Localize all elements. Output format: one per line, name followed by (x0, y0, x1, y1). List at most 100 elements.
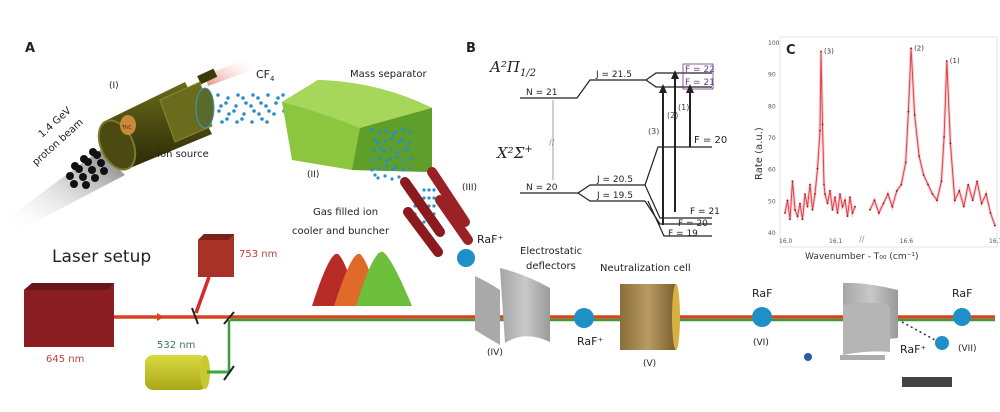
spectrum-point (841, 205, 844, 208)
spectrum-point (985, 193, 987, 195)
lower-F19-line (647, 200, 712, 237)
peak-annotation: (3) (824, 48, 834, 56)
ion-particle (376, 176, 380, 180)
ion-deflection-path (901, 321, 936, 341)
y-tick-label: 90 (768, 72, 776, 79)
proton-particle (88, 166, 96, 174)
laser-753-label: 753 nm (239, 249, 277, 260)
ion-particle (403, 148, 407, 152)
transition-arrowhead (671, 70, 679, 79)
ion-particle (225, 117, 229, 121)
neutralization-cell-stage: (V) (643, 359, 656, 369)
ion-particle (432, 196, 436, 200)
spectrum-point (791, 180, 794, 183)
lower-J195-line (577, 192, 645, 202)
watermark-dot (804, 353, 812, 361)
peak-annotation: (2) (914, 44, 924, 52)
cf4-label: CF4 (256, 68, 275, 83)
cooler-rod (427, 167, 470, 227)
watermark-smudge (902, 377, 952, 387)
lower-J205-line (520, 184, 645, 194)
neutralization-cell: Neutralization cell (V) (600, 263, 691, 369)
y-tick-label: 60 (768, 167, 776, 174)
mass-separator-label: Mass separator (350, 69, 427, 80)
deflector-plate (500, 268, 550, 343)
neutralization-cell-label: Neutralization cell (600, 263, 691, 274)
proton-particle (97, 159, 105, 167)
chart-frame (779, 36, 998, 248)
transition-arrows: (3) (2) (1) (648, 70, 694, 225)
ion-particle (390, 137, 394, 141)
spectrum-point (927, 183, 929, 186)
ion-particle (266, 93, 270, 97)
proton-particle (70, 180, 78, 188)
spectrum-point (976, 180, 979, 183)
ion-particle (281, 93, 285, 97)
ion-particle (400, 138, 404, 142)
lower-F21-line (644, 184, 712, 219)
ion-particle (240, 117, 244, 121)
upper-F-box (682, 63, 714, 90)
upper-F21-line (645, 79, 712, 88)
raf-neutral-icon (752, 307, 772, 327)
spectrum-point (895, 189, 898, 192)
ion-particle (383, 139, 387, 143)
ion-particle (234, 104, 238, 108)
spectrum-point (819, 129, 821, 132)
laser-645-top (24, 283, 114, 290)
ion-particle (422, 188, 426, 192)
spectrum-point (786, 199, 789, 202)
deflectors-label-line2: deflectors (526, 261, 576, 272)
y-tick-label: 80 (768, 103, 776, 110)
ion-particle (379, 146, 383, 150)
ion-particle (401, 128, 405, 132)
ion-particle (241, 96, 245, 100)
proton-particle (79, 173, 87, 181)
ion-particle (216, 93, 220, 97)
x-tick-label: 16.0 (779, 238, 793, 245)
spectrum-point (943, 136, 946, 138)
raf-ion-label-1: RaF⁺ (477, 233, 503, 246)
ion-particle (391, 132, 395, 136)
spectrum-point (971, 199, 974, 202)
spectrum-point (949, 142, 952, 145)
spectrum-point (940, 180, 943, 183)
transition-arrowhead (686, 84, 694, 93)
ion-particle (408, 166, 412, 170)
ion-particle (378, 156, 382, 160)
lower-J205-label: J = 20.5 (596, 175, 633, 185)
ion-particle (383, 174, 387, 178)
ion-source-target-mark: ThC (121, 125, 132, 131)
cooler-rod (403, 207, 443, 257)
spectrum-point (878, 212, 880, 214)
ion-particle (267, 109, 271, 113)
ion-particle (422, 196, 426, 200)
spectrum-chart: C Rate (a.u.) Wavenumber - T₀₀ (cm⁻¹) //… (754, 36, 1000, 262)
ion-bunch-profiles (312, 251, 412, 306)
lower-J195-label: J = 19.5 (596, 191, 633, 201)
energy-level-diagram: B A²Π1/2 X²Σ+ N = 21 J = 21.5 F = 22 F =… (466, 41, 727, 239)
ion-particle (377, 131, 381, 135)
neutralization-cell-body (620, 284, 676, 350)
ion-particle (265, 120, 269, 124)
ion-particle (224, 101, 228, 105)
laser-645-body (24, 283, 114, 347)
laser-532-body (145, 355, 207, 390)
ion-particle (407, 141, 411, 145)
laser-532-label: 532 nm (157, 340, 195, 351)
ion-particle (260, 117, 264, 121)
panel-c-label: C (786, 43, 796, 58)
ion-particle (220, 120, 224, 124)
spectrum-point (811, 208, 814, 211)
mirror-532 (223, 365, 235, 381)
lower-F20-upper-label: F = 20 (694, 135, 727, 146)
raf-ion-label-3: RaF⁺ (900, 343, 926, 356)
spectrum-point (882, 202, 885, 205)
upper-F22-label: F = 22 (685, 65, 715, 75)
mirror-combiner (223, 311, 235, 325)
spectrum-point (823, 183, 825, 186)
lower-F19-label: F = 19 (668, 229, 698, 239)
ion-particle (235, 120, 239, 124)
electrostatic-deflectors: Electrostatic deflectors (IV) (475, 246, 582, 358)
